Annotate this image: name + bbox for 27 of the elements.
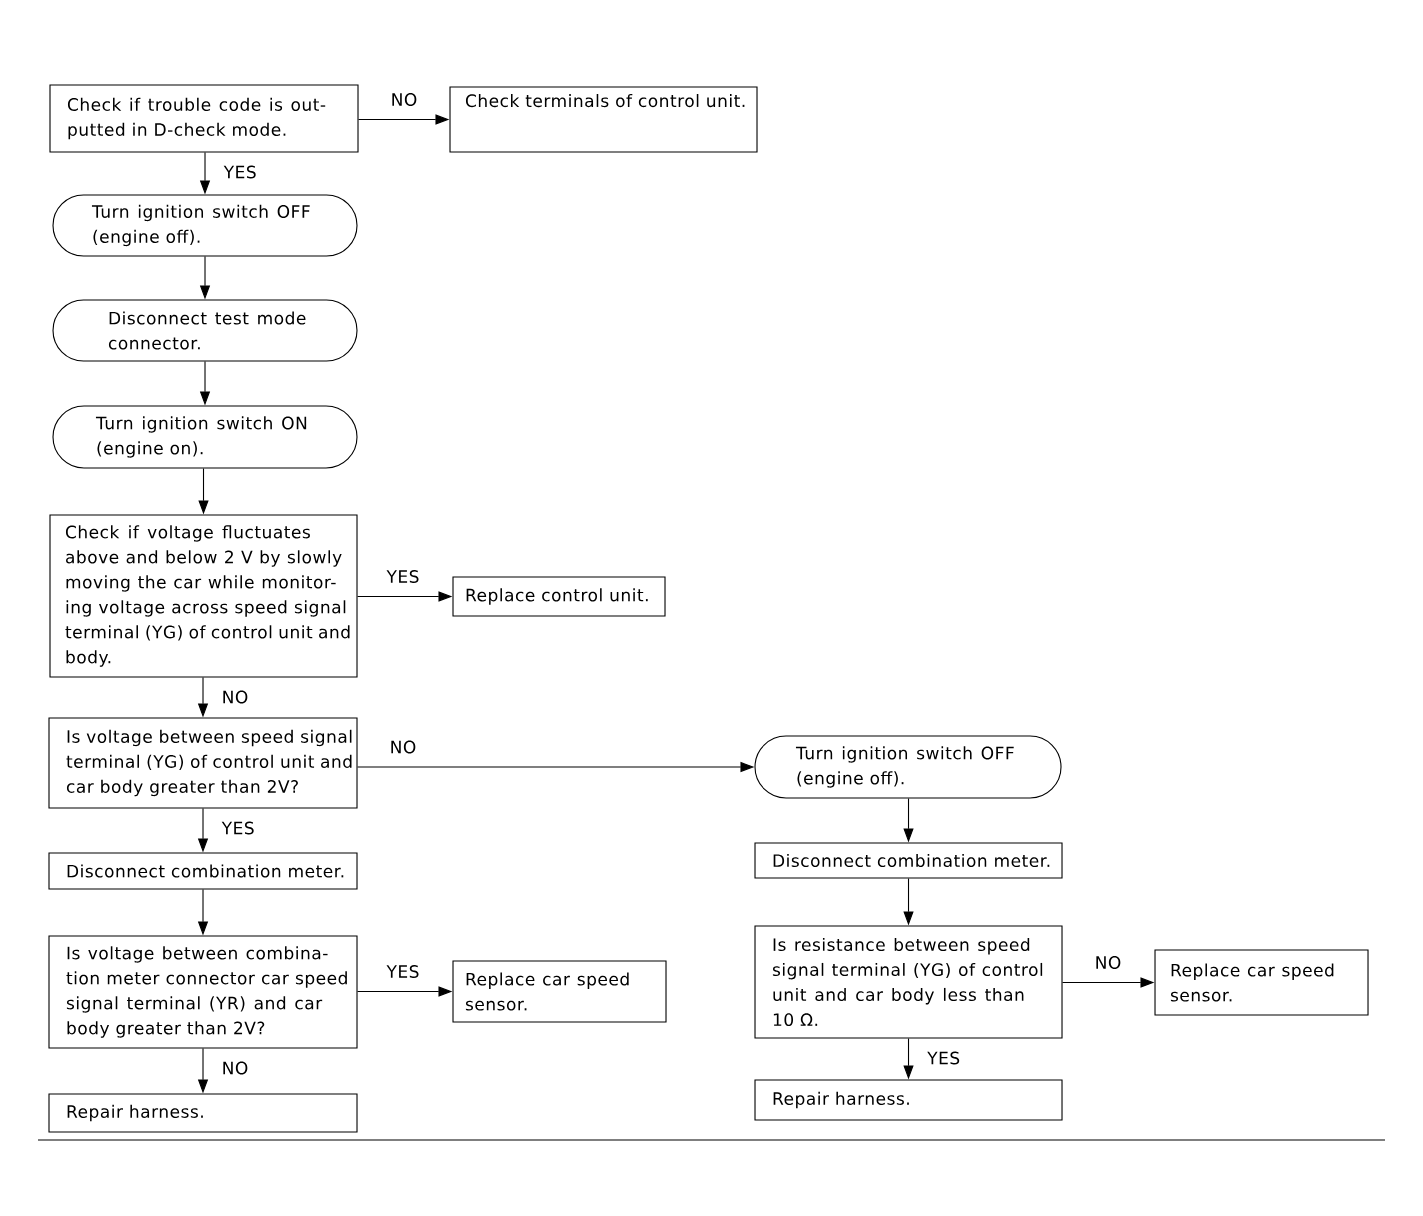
edge-label: NO xyxy=(388,739,418,755)
process-box: Disconnect combination meter. xyxy=(754,842,1063,879)
process-box: Is voltage between combina-tion meter connector car speed signal terminal (YR) and car body greater than 2V? xyxy=(48,935,358,1049)
process-box: Repair harness. xyxy=(754,1079,1063,1121)
edge-label: YES xyxy=(220,820,257,836)
rounded-box: Turn ignition switch OFF (engine off). xyxy=(754,735,1062,799)
process-box: Replace car speed sensor. xyxy=(452,960,667,1023)
edge-label: NO xyxy=(1093,954,1123,971)
process-box: Disconnect combination meter. xyxy=(48,852,358,890)
rounded-box: Disconnect test mode connector. xyxy=(52,299,358,362)
edge-label: YES xyxy=(385,568,421,585)
rounded-box: Turn ignition switch OFF (engine off). xyxy=(52,194,358,257)
edge-label: YES xyxy=(925,1050,962,1066)
process-box: Replace control unit. xyxy=(452,576,666,617)
edge-label: NO xyxy=(220,1060,250,1076)
process-box: Repair harness. xyxy=(48,1093,358,1133)
process-box: Is voltage between speed signal terminal (YG) of control unit and car body greater than 2V? xyxy=(48,717,358,809)
edge-label: YES xyxy=(385,963,421,980)
process-box: Check terminals of control unit. xyxy=(449,86,758,153)
process-box: Check if trouble code is out-putted in D-check mode. xyxy=(49,84,359,153)
edge-label: NO xyxy=(389,91,419,108)
rounded-box: Turn ignition switch ON (engine on). xyxy=(52,405,358,469)
edge-label: YES xyxy=(222,164,259,180)
process-box: Replace car speed sensor. xyxy=(1154,949,1369,1016)
edge-label: NO xyxy=(220,689,250,705)
process-box: Is resistance between speed signal terminal (YG) of control unit and car body less than 10 Ω. xyxy=(754,925,1063,1039)
process-box: Check if voltage fluctuates above and below 2 V by slowly moving the car while monitor-ing voltage across speed signal terminal (YG) of control unit and body. xyxy=(49,514,358,678)
